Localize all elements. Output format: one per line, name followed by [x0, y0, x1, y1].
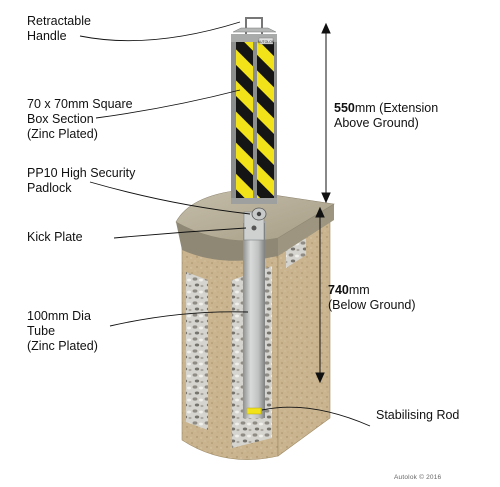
dimension-above-unit: mm (Extension [354, 101, 439, 115]
dimension-below-arrow-top [315, 206, 325, 218]
leader-padlock [89, 181, 251, 215]
dimension-below-label: 740mm (Below Ground) [328, 283, 416, 313]
label-line: Padlock [27, 181, 72, 195]
label-line: (Zinc Plated) [27, 127, 98, 141]
label-line: PP10 High Security [27, 166, 136, 180]
leader-stabilising-rod [261, 406, 371, 427]
retractable-handle [232, 17, 277, 34]
label-kick-plate: Kick Plate [27, 230, 83, 245]
label-line: Tube [27, 324, 56, 338]
label-box-section: 70 x 70mm Square Box Section (Zinc Plate… [27, 97, 133, 142]
dimension-above-arrow-bottom [321, 192, 331, 204]
padlock [251, 207, 267, 221]
dimension-below-value: 740 [328, 283, 349, 297]
leader-box-section [95, 89, 241, 119]
dimension-above-label: 550mm (Extension Above Ground) [334, 101, 438, 131]
post-plate-text: AUTOLOK [258, 40, 275, 44]
label-line: Handle [27, 29, 67, 43]
label-line: 100mm Dia [27, 309, 91, 323]
dimension-above-line2: Above Ground) [334, 116, 419, 130]
copyright-credit: Autolok © 2016 [394, 474, 442, 481]
dimension-below-unit: mm [348, 283, 370, 297]
leader-handle [79, 21, 241, 42]
label-line: (Zinc Plated) [27, 339, 98, 353]
dimension-below-arrow-bottom [315, 372, 325, 384]
label-line: Retractable [27, 14, 91, 28]
box-section-post: AUTOLOK [231, 34, 277, 204]
dimension-above-arrow-top [321, 22, 331, 34]
label-line: Stabilising Rod [376, 408, 460, 422]
label-line: Box Section [27, 112, 94, 126]
label-retractable-handle: Retractable Handle [27, 14, 91, 44]
label-stabilising-rod: Stabilising Rod [376, 408, 459, 423]
label-padlock: PP10 High Security Padlock [27, 166, 135, 196]
galvanised-tube [242, 218, 266, 418]
dimension-above-value: 550 [334, 101, 355, 115]
leader-kick-plate [113, 227, 247, 239]
dimension-lines [315, 22, 331, 384]
stabilising-rod [246, 407, 262, 415]
label-line: 70 x 70mm Square [27, 97, 133, 111]
leader-tube [109, 311, 249, 327]
label-tube: 100mm Dia Tube (Zinc Plated) [27, 309, 98, 354]
leader-lines [79, 21, 371, 427]
label-line: Kick Plate [27, 230, 83, 244]
dimension-below-line2: (Below Ground) [328, 298, 416, 312]
